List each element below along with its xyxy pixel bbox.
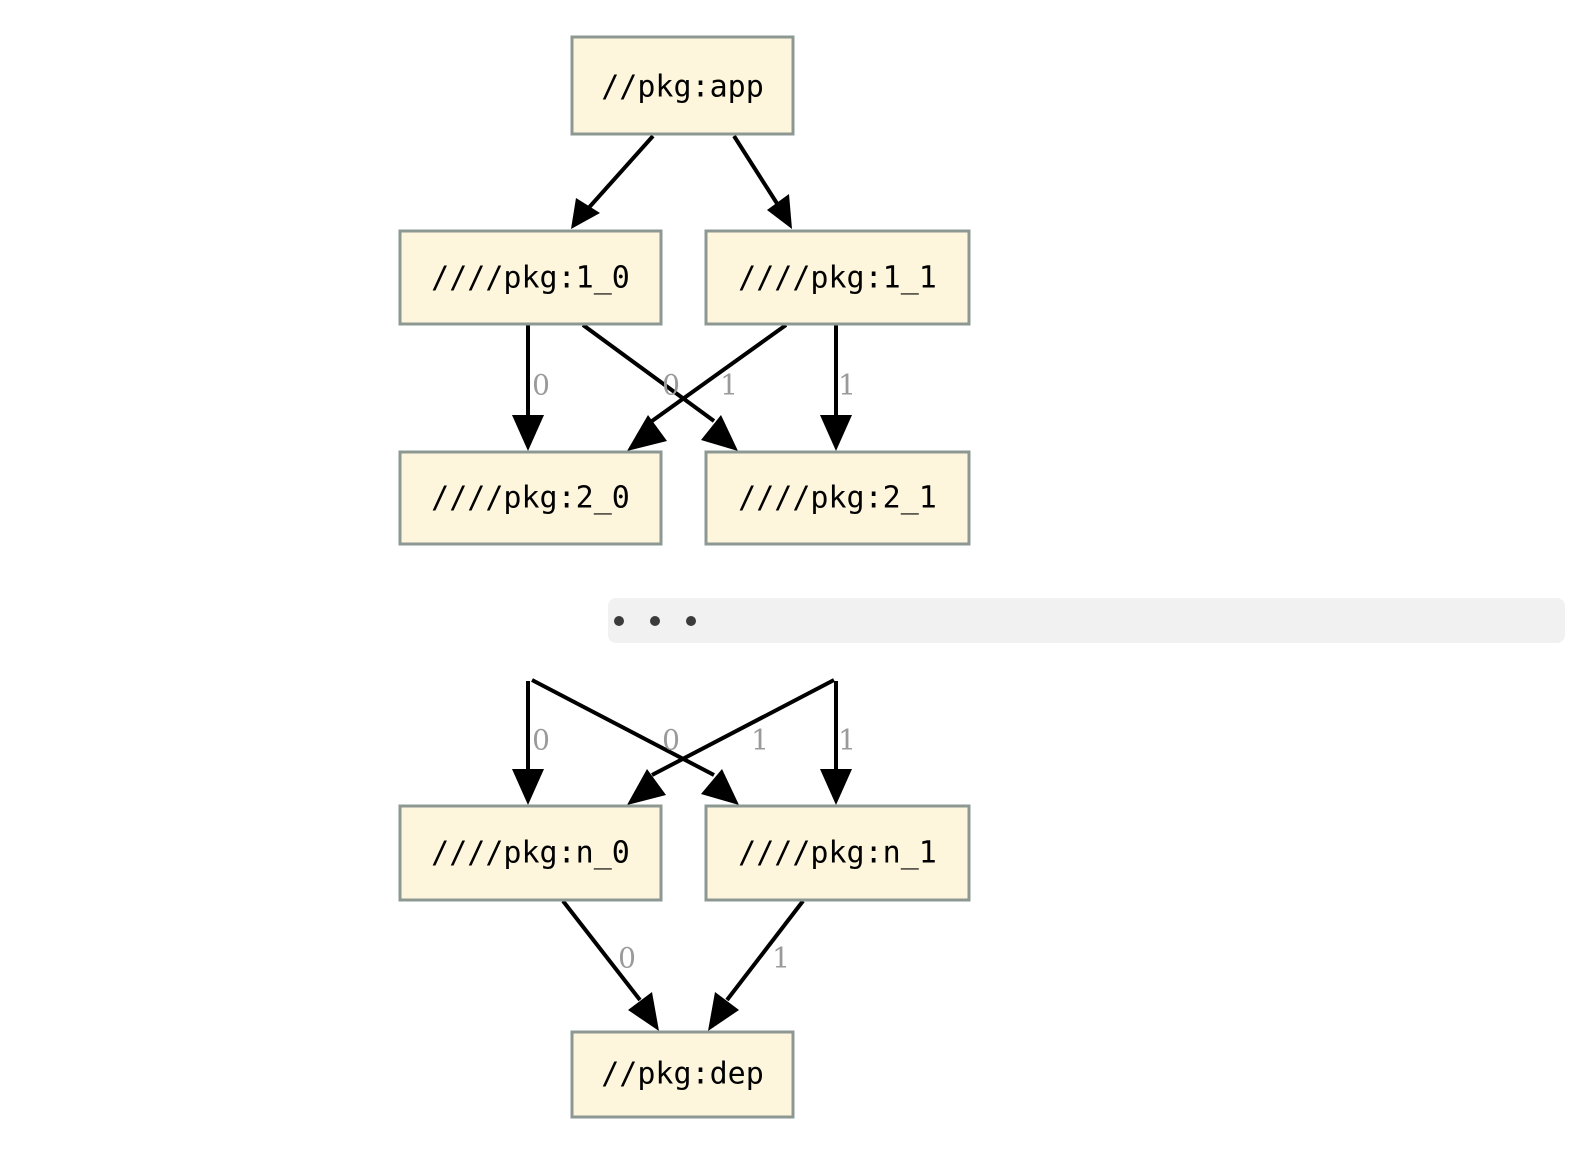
node-box[interactable]: [398, 450, 663, 546]
arrowhead-icon: [701, 769, 739, 805]
edge-line: [581, 323, 716, 423]
node-1_1[interactable]: ////pkg:1_1: [704, 229, 971, 326]
edge-line: [725, 899, 805, 1002]
edge-app-to-1_1: [732, 134, 792, 229]
arrowhead-icon: [627, 769, 666, 805]
node-label: ////pkg:2_1: [738, 481, 937, 516]
edge-1_0-to-2_0: 0: [512, 325, 550, 451]
node-label: //pkg:dep: [601, 1057, 764, 1092]
node-box[interactable]: [704, 229, 971, 326]
edge-label: 1: [772, 942, 790, 975]
edge-label: 1: [838, 369, 856, 402]
node-dep[interactable]: //pkg:dep: [570, 1030, 795, 1119]
node-label: ////pkg:1_1: [738, 261, 937, 296]
edge-label: 1: [720, 369, 738, 402]
edge-app-to-1_0: [571, 134, 655, 229]
arrowhead-icon: [767, 194, 792, 229]
node-box[interactable]: [570, 35, 795, 136]
edge-1_0-to-2_1: 0: [581, 323, 738, 451]
ellipsis-separator: [608, 598, 1565, 643]
edge-dangling-right-to-n_1: 1: [820, 681, 856, 805]
node-label: //pkg:app: [601, 70, 764, 105]
arrowhead-icon: [512, 415, 544, 451]
arrowhead-icon: [627, 415, 667, 451]
edge-line: [732, 134, 780, 207]
arrowhead-icon: [512, 769, 544, 805]
node-n_1[interactable]: ////pkg:n_1: [704, 804, 971, 902]
edge-dangling-right-to-n_0: 1: [627, 678, 835, 805]
ellipsis-band: [608, 598, 1565, 643]
node-box[interactable]: [570, 1030, 795, 1119]
node-box[interactable]: [704, 804, 971, 902]
node-app[interactable]: //pkg:app: [570, 35, 795, 136]
arrowhead-icon: [701, 415, 738, 451]
node-box[interactable]: [398, 229, 663, 326]
edge-1_1-to-2_1: 1: [820, 325, 856, 451]
edge-label: 0: [618, 942, 636, 975]
node-box[interactable]: [704, 450, 971, 546]
arrowhead-icon: [628, 992, 659, 1031]
arrowhead-icon: [820, 415, 852, 451]
edge-line: [651, 678, 835, 777]
edge-dangling-left-to-n_1: 0: [531, 678, 739, 805]
edge-label: 0: [532, 369, 550, 402]
ellipsis-dot: [614, 616, 624, 626]
edge-line: [531, 678, 715, 777]
edge-line: [650, 323, 788, 423]
arrowhead-icon: [708, 992, 739, 1031]
node-2_0[interactable]: ////pkg:2_0: [398, 450, 663, 546]
node-label: ////pkg:n_1: [738, 836, 937, 871]
edge-dangling-left-to-n_0: 0: [512, 681, 550, 805]
node-box[interactable]: [398, 804, 663, 902]
edge-label: 1: [838, 724, 856, 757]
arrowhead-icon: [571, 198, 600, 229]
node-label: ////pkg:1_0: [431, 261, 630, 296]
edge-1_1-to-2_0: 1: [627, 323, 788, 451]
edge-line: [561, 899, 642, 1002]
arrowhead-icon: [820, 769, 852, 805]
ellipsis-dot: [650, 616, 660, 626]
node-1_0[interactable]: ////pkg:1_0: [398, 229, 663, 326]
edge-label: 1: [751, 724, 769, 757]
ellipsis-dot: [686, 616, 696, 626]
node-n_0[interactable]: ////pkg:n_0: [398, 804, 663, 902]
node-label: ////pkg:2_0: [431, 481, 630, 516]
edge-line: [583, 134, 655, 214]
edge-n_0-to-dep: 0: [561, 899, 659, 1031]
edge-n_1-to-dep: 1: [708, 899, 805, 1031]
node-label: ////pkg:n_0: [431, 836, 630, 871]
edge-label: 0: [662, 724, 680, 757]
edge-label: 0: [662, 369, 680, 402]
node-2_1[interactable]: ////pkg:2_1: [704, 450, 971, 546]
edge-label: 0: [532, 724, 550, 757]
